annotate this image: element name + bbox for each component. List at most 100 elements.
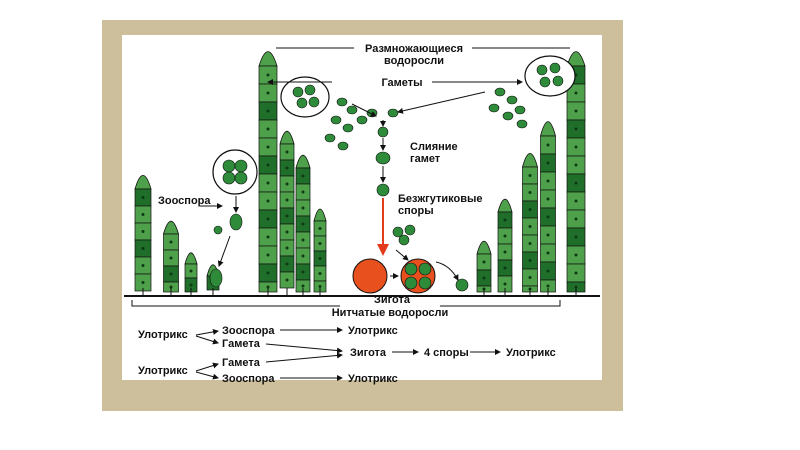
cell-nucleus	[285, 182, 289, 186]
cell-nucleus	[546, 215, 550, 219]
cell-nucleus	[266, 285, 270, 289]
gamete-fusion	[366, 108, 399, 197]
cell-nucleus	[574, 163, 578, 167]
cell-nucleus	[546, 269, 550, 273]
label-fusion-2: гамет	[410, 153, 441, 165]
cell-nucleus	[141, 247, 145, 250]
cell-nucleus	[285, 166, 289, 170]
cell-nucleus	[574, 127, 578, 131]
scheme-zoospore-b: Зооспора	[222, 373, 275, 385]
cell-nucleus	[285, 214, 289, 218]
filament-tip	[184, 252, 198, 265]
cell-nucleus	[574, 91, 578, 95]
cell-nucleus	[546, 161, 550, 165]
cell-nucleus	[528, 225, 532, 228]
filament-tip	[279, 130, 295, 145]
cell-nucleus	[503, 250, 507, 254]
filaments-bracket	[131, 300, 561, 307]
zoospores	[209, 213, 243, 288]
cell-nucleus	[266, 109, 270, 113]
scheme-zoospore-a: Зооспора	[222, 325, 275, 337]
label-reproducing-algae: Размножающиеся	[365, 43, 463, 55]
cell-nucleus	[546, 143, 550, 147]
cell-nucleus	[503, 282, 507, 286]
cell-nucleus	[141, 264, 145, 267]
cell-nucleus	[528, 276, 532, 279]
cell-nucleus	[266, 127, 270, 131]
cell-nucleus	[574, 199, 578, 203]
zygote-four-spores	[400, 258, 436, 294]
cell-nucleus	[318, 257, 322, 260]
cell-nucleus	[266, 253, 270, 257]
cell-nucleus	[546, 233, 550, 237]
cell-nucleus	[546, 197, 550, 201]
cell-nucleus	[301, 206, 305, 210]
cell-nucleus	[574, 145, 578, 149]
cell-nucleus	[285, 150, 289, 154]
label-filamentous-algae: Нитчатые водоросли	[332, 307, 449, 319]
scheme-gamete-b: Гамета	[222, 357, 261, 369]
cell-nucleus	[574, 253, 578, 257]
cell-nucleus	[266, 271, 270, 275]
cell-nucleus	[301, 190, 305, 194]
cell-nucleus	[318, 272, 322, 275]
cell-nucleus	[546, 251, 550, 255]
cell-nucleus	[482, 260, 486, 264]
cell-nucleus	[546, 179, 550, 183]
cell-nucleus	[141, 230, 145, 233]
cell-nucleus	[141, 196, 145, 199]
filament-tip	[539, 121, 557, 137]
cell-nucleus	[503, 218, 507, 222]
label-zygote: Зигота	[374, 294, 411, 306]
life-cycle-scheme: Улотрикс Зооспора Улотрикс Гамета Зигота…	[138, 325, 556, 385]
label-flagellaless-spores-2: споры	[398, 205, 434, 217]
label-zoospore: Зооспора	[158, 195, 211, 207]
cell-nucleus	[528, 174, 532, 177]
filament-tip	[162, 220, 180, 235]
cell-nucleus	[266, 181, 270, 185]
algae-filaments	[134, 51, 586, 296]
filament-tip	[313, 208, 327, 222]
cell-nucleus	[285, 246, 289, 250]
cell-nucleus	[574, 271, 578, 275]
filament-tip	[497, 198, 513, 213]
cell-nucleus	[266, 235, 270, 239]
filament-tip	[134, 175, 152, 190]
scheme-ulothrix-b: Улотрикс	[138, 365, 188, 377]
cell-nucleus	[169, 285, 173, 289]
scheme-ulothrix-a-result: Улотрикс	[348, 325, 398, 337]
cell-nucleus	[503, 234, 507, 238]
cell-nucleus	[189, 269, 193, 273]
scheme-gamete-a: Гамета	[222, 338, 261, 350]
cell-nucleus	[189, 283, 193, 287]
gametes-left	[324, 97, 368, 151]
cell-nucleus	[301, 238, 305, 242]
cell-nucleus	[301, 174, 305, 178]
scheme-four-spores: 4 споры	[424, 347, 469, 359]
scheme-ulothrix-b-result: Улотрикс	[348, 373, 398, 385]
scheme-ulothrix-a: Улотрикс	[138, 329, 188, 341]
cell-nucleus	[574, 217, 578, 221]
diagram-panel	[122, 35, 602, 380]
cell-nucleus	[285, 278, 289, 282]
cell-nucleus	[528, 208, 532, 211]
cell-nucleus	[574, 235, 578, 239]
label-fusion: Слияние	[410, 141, 458, 153]
label-flagellaless-spores: Безжгутиковые	[398, 193, 482, 205]
scheme-ulothrix-final: Улотрикс	[506, 347, 556, 359]
cell-nucleus	[301, 222, 305, 226]
cell-nucleus	[141, 281, 145, 284]
filament-tip	[476, 240, 492, 255]
filament-tip	[521, 153, 539, 168]
zygote-cell	[352, 258, 388, 294]
cell-nucleus	[503, 266, 507, 270]
cell-nucleus	[528, 242, 532, 245]
cell-nucleus	[528, 259, 532, 262]
scheme-zygote: Зигота	[350, 347, 387, 359]
cell-nucleus	[266, 145, 270, 149]
cell-nucleus	[266, 73, 270, 77]
cell-nucleus	[169, 256, 173, 260]
left-gametangium	[280, 76, 330, 118]
cell-nucleus	[318, 227, 322, 230]
filament-tip	[258, 51, 278, 67]
